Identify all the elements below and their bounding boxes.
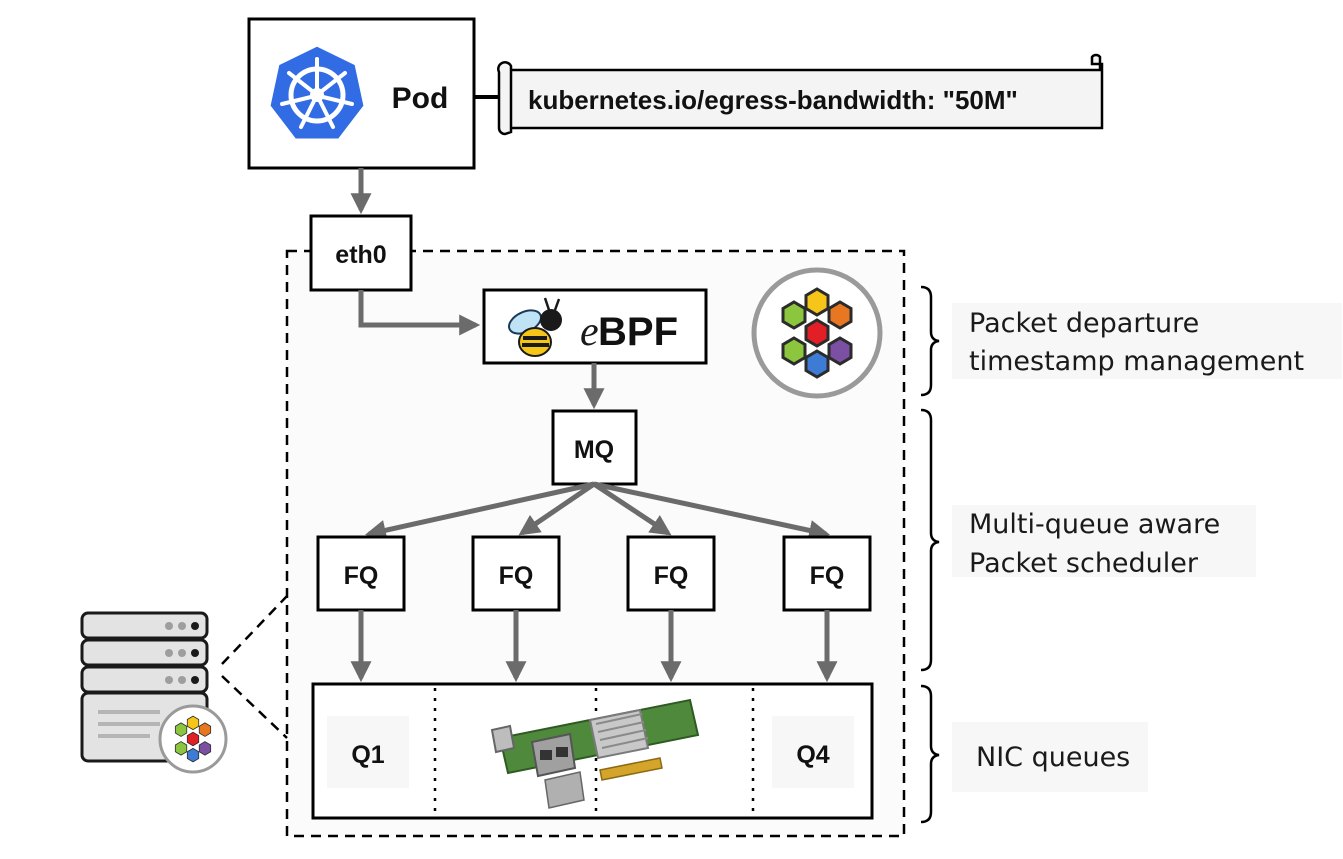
mq-box[interactable]: MQ bbox=[551, 409, 638, 486]
arrow-mq-fq1 bbox=[364, 481, 595, 541]
annotation-scroll: kubernetes.io/egress-bandwidth: "50M" bbox=[497, 53, 1104, 136]
pod-box[interactable]: Pod bbox=[247, 17, 476, 170]
departure-label-line2: timestamp management bbox=[969, 346, 1304, 377]
fq-label: FQ bbox=[344, 562, 379, 590]
fq-box[interactable]: FQ bbox=[626, 535, 716, 612]
fq-label: FQ bbox=[499, 562, 534, 590]
departure-label-line1: Packet departure bbox=[969, 308, 1199, 339]
fq-label: FQ bbox=[810, 562, 845, 590]
fq-box[interactable]: FQ bbox=[316, 535, 406, 612]
nic-queues-label: NIC queues bbox=[976, 742, 1130, 773]
kubernetes-logo-icon bbox=[267, 43, 367, 142]
queue-q1-label: Q1 bbox=[351, 741, 384, 769]
zoom-connector-top bbox=[221, 595, 288, 665]
arrow-mq-fq2 bbox=[518, 481, 596, 536]
scheduler-label-line1: Multi-queue aware bbox=[969, 509, 1220, 540]
ebpf-bee-icon bbox=[508, 297, 562, 357]
fq-box[interactable]: FQ bbox=[471, 535, 561, 612]
brace-departure bbox=[920, 285, 940, 397]
arrow-mq-fq3 bbox=[592, 481, 672, 536]
brace-scheduler bbox=[920, 408, 940, 672]
ebpf-box[interactable]: e BPF bbox=[482, 288, 708, 365]
nic-card-icon bbox=[490, 698, 700, 809]
hexagon-cluster-logo-icon bbox=[751, 267, 883, 399]
fq-label: FQ bbox=[654, 562, 689, 590]
eth0-label: eth0 bbox=[335, 241, 386, 269]
eth0-box[interactable]: eth0 bbox=[309, 214, 413, 292]
queue-q4-label: Q4 bbox=[796, 741, 829, 769]
arrow-eth0-ebpf bbox=[358, 290, 481, 336]
brace-nic bbox=[920, 684, 940, 824]
fq-box[interactable]: FQ bbox=[782, 535, 872, 612]
nic-queues-box[interactable]: Q1 Q4 bbox=[311, 682, 874, 820]
hexagon-cluster-small-icon bbox=[158, 704, 228, 774]
pod-label: Pod bbox=[392, 82, 449, 115]
arrow-mq-fq4 bbox=[593, 481, 831, 541]
annotation-text: kubernetes.io/egress-bandwidth: "50M" bbox=[528, 85, 1018, 115]
scheduler-label-line2: Packet scheduler bbox=[969, 548, 1199, 579]
ebpf-bpf-label: BPF bbox=[598, 310, 678, 354]
zoom-connector-bottom bbox=[221, 675, 288, 739]
ebpf-e-label: e bbox=[580, 309, 599, 355]
mq-label: MQ bbox=[574, 436, 614, 464]
